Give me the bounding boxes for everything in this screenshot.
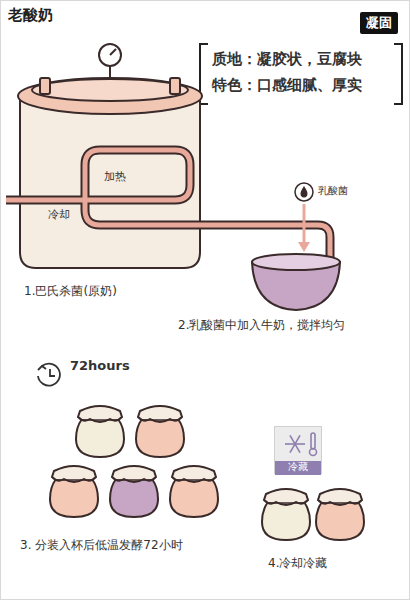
jar	[50, 466, 98, 517]
jar	[76, 406, 124, 457]
bracket	[200, 44, 402, 104]
jar	[262, 489, 310, 540]
label: 冷却	[48, 208, 70, 221]
badge-text: 凝固	[366, 15, 392, 31]
jar	[136, 406, 184, 457]
label: 1.巴氏杀菌(原奶)	[24, 284, 117, 298]
title: 老酸奶	[8, 6, 53, 24]
label: 特色：口感细腻、厚实	[212, 76, 362, 94]
label: 3. 分装入杯后低温发酵72小时	[20, 538, 183, 552]
jar	[110, 466, 158, 517]
label: 加热	[104, 170, 126, 183]
icon-label: 冷藏	[275, 461, 321, 475]
fridge-icon: 冷藏	[274, 426, 322, 474]
jar	[170, 466, 218, 517]
label: 2.乳酸菌中加入牛奶，搅拌均匀	[178, 318, 345, 332]
yogurt-jars	[50, 406, 364, 540]
jar	[316, 489, 364, 540]
clock-icon	[38, 364, 60, 386]
pipe	[6, 150, 330, 262]
label: 乳酸菌	[318, 185, 348, 197]
pipe-outline	[6, 150, 330, 262]
mixing-bowl	[252, 254, 340, 310]
bacteria-icon	[295, 183, 313, 252]
label: 72hours	[70, 358, 130, 374]
label: 4.冷却冷藏	[268, 556, 327, 570]
snowflake-icon	[275, 427, 323, 461]
category-badge: 凝固	[360, 12, 398, 34]
label: 质地：凝胶状，豆腐块	[212, 50, 362, 68]
pasteurizer-pot	[18, 44, 202, 268]
